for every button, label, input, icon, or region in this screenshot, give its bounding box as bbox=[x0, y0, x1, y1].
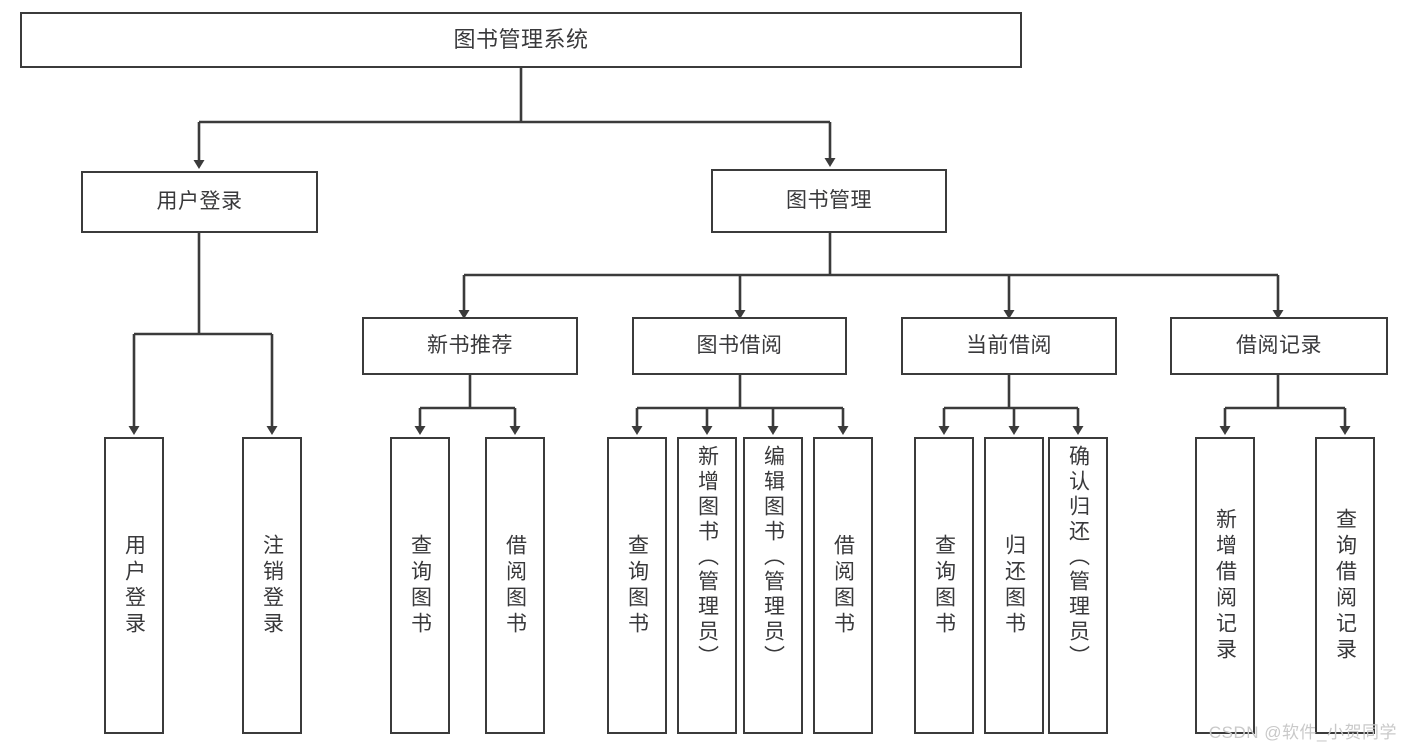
node-label: 新增图书（管理员） bbox=[695, 445, 719, 670]
leaf-bb-borrow-book[interactable]: 借阅图书 bbox=[813, 437, 873, 734]
node-label: 用户登录 bbox=[156, 189, 243, 213]
leaf-bb-add-book-admin[interactable]: 新增图书（管理员） bbox=[677, 437, 737, 734]
node-label: 查询图书 bbox=[932, 533, 956, 638]
leaf-cb-confirm-return-admin[interactable]: 确认归还（管理员） bbox=[1048, 437, 1108, 734]
node-new-book-recommend[interactable]: 新书推荐 bbox=[362, 317, 578, 375]
leaf-br-query-record[interactable]: 查询借阅记录 bbox=[1315, 437, 1375, 734]
node-label: 新书推荐 bbox=[427, 333, 513, 357]
node-book-management[interactable]: 图书管理 bbox=[711, 169, 947, 233]
node-book-borrow[interactable]: 图书借阅 bbox=[632, 317, 847, 375]
leaf-cb-return-book[interactable]: 归还图书 bbox=[984, 437, 1044, 734]
node-label: 确认归还（管理员） bbox=[1066, 445, 1090, 670]
leaf-user-login[interactable]: 用户登录 bbox=[104, 437, 164, 734]
leaf-nb-borrow-book[interactable]: 借阅图书 bbox=[485, 437, 545, 734]
leaf-nb-query-book[interactable]: 查询图书 bbox=[390, 437, 450, 734]
leaf-logout[interactable]: 注销登录 bbox=[242, 437, 302, 734]
leaf-br-add-record[interactable]: 新增借阅记录 bbox=[1195, 437, 1255, 734]
node-label: 当前借阅 bbox=[966, 333, 1052, 357]
node-current-borrow[interactable]: 当前借阅 bbox=[901, 317, 1117, 375]
node-label: 注销登录 bbox=[260, 533, 284, 638]
node-label: 用户登录 bbox=[122, 533, 146, 638]
node-label: 查询图书 bbox=[408, 533, 432, 638]
node-label: 图书借阅 bbox=[696, 333, 783, 357]
node-label: 图书管理系统 bbox=[453, 27, 589, 53]
node-user-login[interactable]: 用户登录 bbox=[81, 171, 318, 233]
node-label: 借阅记录 bbox=[1236, 333, 1322, 357]
node-label: 借阅图书 bbox=[831, 533, 855, 638]
leaf-cb-query-book[interactable]: 查询图书 bbox=[914, 437, 974, 734]
node-label: 借阅图书 bbox=[503, 533, 527, 638]
node-label: 编辑图书（管理员） bbox=[761, 445, 785, 670]
node-label: 查询借阅记录 bbox=[1333, 507, 1357, 664]
leaf-bb-query-book[interactable]: 查询图书 bbox=[607, 437, 667, 734]
node-label: 新增借阅记录 bbox=[1213, 507, 1237, 664]
node-label: 查询图书 bbox=[625, 533, 649, 638]
node-label: 归还图书 bbox=[1002, 533, 1026, 638]
node-root-system[interactable]: 图书管理系统 bbox=[20, 12, 1022, 68]
leaf-bb-edit-book-admin[interactable]: 编辑图书（管理员） bbox=[743, 437, 803, 734]
node-borrow-record[interactable]: 借阅记录 bbox=[1170, 317, 1388, 375]
watermark: CSDN @软件_小贺同学 bbox=[1208, 723, 1397, 742]
node-label: 图书管理 bbox=[786, 188, 872, 212]
